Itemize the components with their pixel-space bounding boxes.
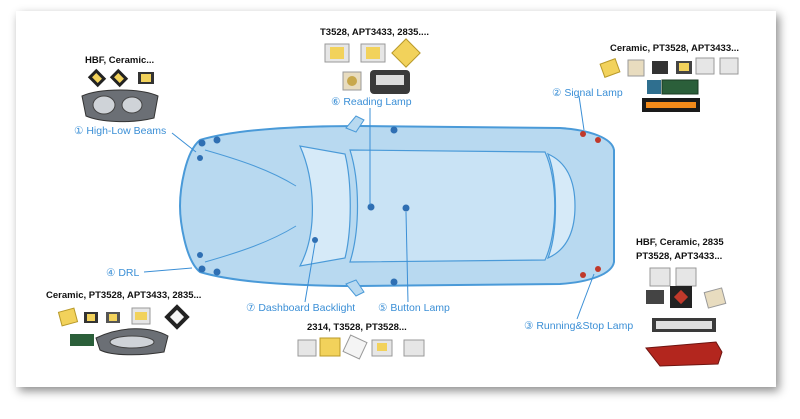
- parts-drl: Ceramic, PT3528, APT3433, 2835...: [46, 290, 202, 301]
- label-drl: ④ DRL: [106, 267, 140, 279]
- button-dashboard-components: [297, 334, 425, 360]
- high-low-components: [81, 68, 159, 123]
- label-dashboard-backlight: ⑦ Dashboard Backlight: [246, 302, 356, 314]
- label-button-lamp: ⑤ Button Lamp: [378, 302, 450, 314]
- signal-components: [599, 57, 739, 112]
- running-stop-components: [645, 267, 727, 367]
- drl-components: [57, 304, 190, 356]
- reading-components: [324, 38, 421, 94]
- parts-running-stop-1: HBF, Ceramic, 2835: [636, 237, 724, 248]
- leader-lines: [143, 95, 595, 320]
- parts-running-stop-2: PT3528, APT3433...: [636, 251, 723, 262]
- label-reading-lamp: ⑥ Reading Lamp: [331, 96, 412, 108]
- parts-signal: Ceramic, PT3528, APT3433...: [610, 43, 740, 54]
- parts-button-dashboard: 2314, T3528, PT3528...: [307, 322, 407, 333]
- label-running-stop-lamp: ③ Running&Stop Lamp: [524, 320, 634, 332]
- car-top-view: [178, 115, 615, 297]
- label-signal-lamp: ② Signal Lamp: [552, 87, 623, 99]
- lamp-markers: [197, 126, 601, 286]
- parts-high-low: HBF, Ceramic...: [85, 55, 155, 66]
- label-high-low-beams: ① High-Low Beams: [74, 125, 167, 137]
- parts-reading: T3528, APT3433, 2835....: [320, 27, 429, 38]
